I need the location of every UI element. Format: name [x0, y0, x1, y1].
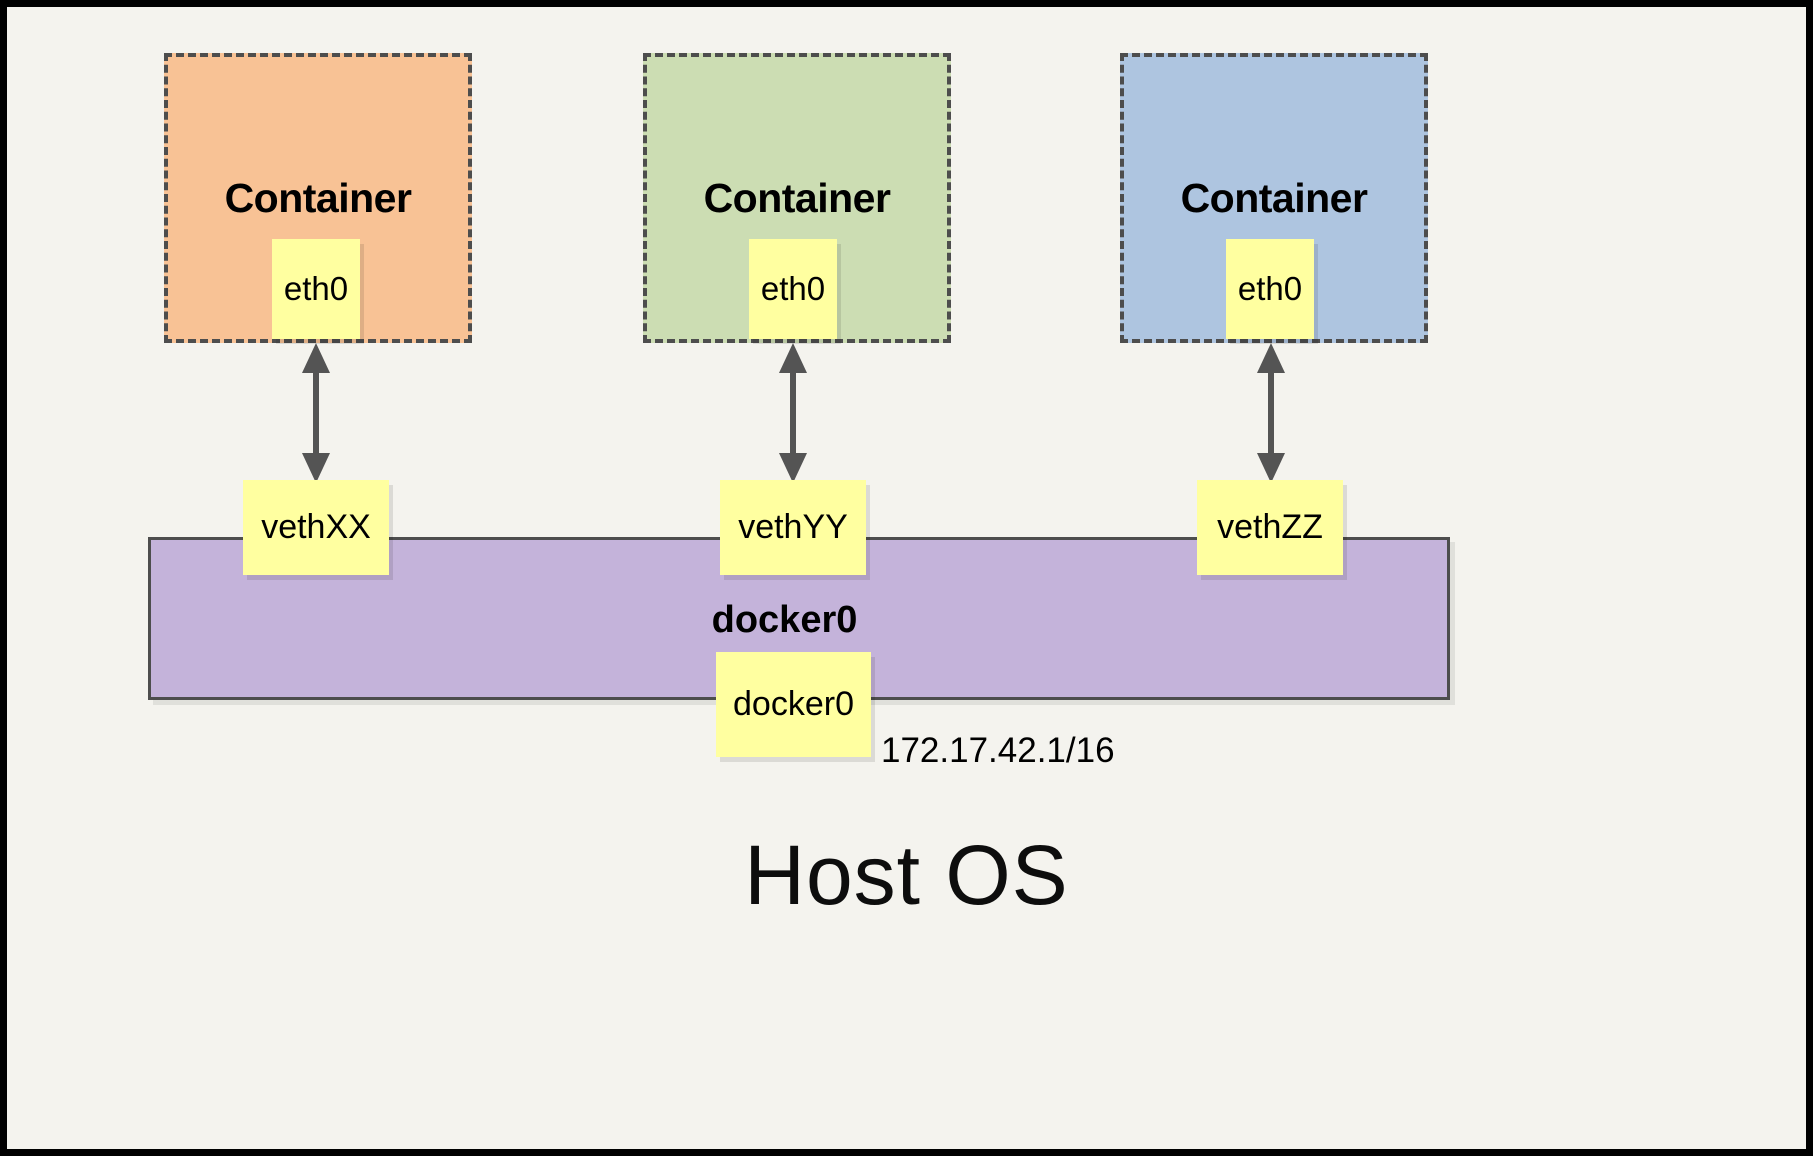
veth-box-1: vethXX — [243, 480, 389, 575]
docker0-bridge-label: docker0 — [711, 599, 858, 641]
veth-box-3: vethZZ — [1197, 480, 1343, 575]
link-arrow-3 — [1257, 343, 1285, 483]
container-eth0-2: eth0 — [749, 239, 837, 339]
container-title-2: Container — [703, 175, 891, 221]
link-arrow-2 — [779, 343, 807, 483]
container-eth0-3: eth0 — [1226, 239, 1314, 339]
docker0-interface-box: docker0 — [716, 652, 871, 757]
container-title-3: Container — [1180, 175, 1368, 221]
veth-box-2: vethYY — [720, 480, 866, 575]
container-eth0-1: eth0 — [272, 239, 360, 339]
container-title-1: Container — [224, 175, 412, 221]
link-arrow-1 — [302, 343, 330, 483]
docker0-ip-address: 172.17.42.1/16 — [881, 731, 1115, 770]
host-os-label: Host OS — [744, 828, 1069, 922]
